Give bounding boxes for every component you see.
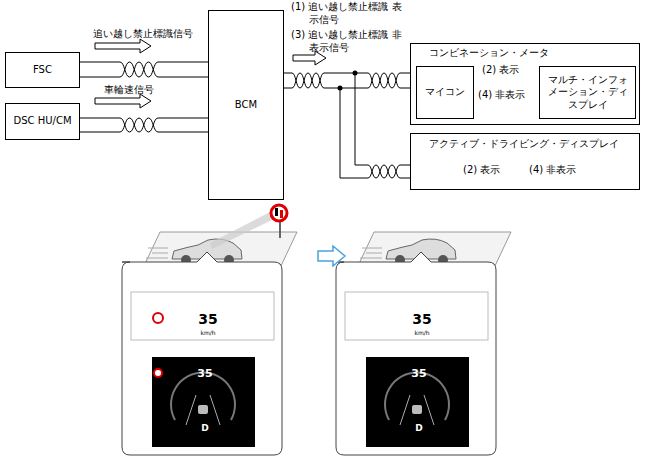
unit-box: FSC — [5, 52, 80, 88]
wire — [355, 73, 410, 165]
junction-dot — [338, 86, 343, 91]
display-text: D — [199, 424, 211, 433]
signal-arrow — [293, 51, 326, 65]
node-label: DSC HU/CM — [13, 115, 71, 128]
signal-arrow — [95, 39, 151, 53]
sign-pole — [279, 221, 281, 238]
display-box: アクティブ・ドライビング・ディスプレイ (2) 表示 (4) 非表示 — [410, 133, 640, 190]
twisted-pair — [120, 118, 158, 132]
display-text: 35 — [409, 368, 429, 379]
node-label: (2) 表示 — [463, 164, 500, 177]
sign-detection — [210, 212, 272, 249]
callout-panel — [122, 252, 282, 455]
signal-label: (1) 追い越し禁止標識 表示信号 — [291, 1, 409, 26]
display-text: 35 — [407, 312, 437, 326]
scene-copy — [336, 232, 511, 455]
signal-label: (2) 表示 — [482, 64, 519, 77]
node-label: コンビネーション・メータ — [429, 47, 549, 60]
node-label: BCM — [235, 99, 257, 112]
twisted-pair — [368, 73, 400, 88]
sign-car — [280, 210, 283, 218]
transition-arrow — [318, 246, 345, 266]
node-label: マルチ・インフォメーション・ディスプレイ — [543, 74, 632, 112]
scene — [122, 232, 297, 455]
unit-box: BCM — [208, 10, 284, 200]
sign-car — [275, 208, 278, 216]
windshield-display — [131, 292, 274, 340]
node-label: アクティブ・ドライビング・ディスプレイ — [429, 138, 619, 151]
signal-label: 追い越し禁止標識信号 — [93, 28, 193, 41]
signal-label: 車輪速信号 — [104, 84, 154, 97]
signal-label: (4) 非表示 — [478, 89, 525, 102]
node-label: (4) 非表示 — [529, 164, 576, 177]
sign-icon — [154, 369, 162, 377]
twist-mask — [120, 61, 158, 78]
signal-label: (3) 追い越し禁止標識 非表示信号 — [291, 29, 409, 54]
twist-mask — [368, 72, 400, 89]
unit-box: DSC HU/CM — [5, 103, 80, 140]
connector — [284, 88, 410, 178]
unit-box: コンビネーション・メータマイコン マルチ・インフォメーション・ディスプレイ — [410, 43, 640, 125]
display-text: D — [413, 424, 425, 433]
display-box: マルチ・インフォメーション・ディスプレイ — [539, 66, 636, 119]
junction-dot — [353, 71, 358, 76]
car-icon — [198, 405, 208, 414]
gauge-arc — [171, 373, 235, 420]
node-label: マイコン — [425, 86, 465, 99]
speed-lines — [146, 248, 168, 258]
twist-mask — [120, 117, 158, 133]
lane-line — [210, 395, 220, 425]
no-passing-sign — [271, 205, 287, 221]
twist-mask — [292, 72, 324, 89]
node-label: FSC — [33, 64, 52, 77]
lane-line — [186, 395, 196, 425]
meter-display — [152, 357, 255, 447]
twisted-pair — [368, 165, 400, 178]
signal-arrow — [95, 94, 151, 108]
display-text: 35 — [193, 312, 223, 326]
twisted-pair — [292, 73, 324, 88]
display-text: 35 — [195, 368, 215, 379]
display-text: km/h — [410, 330, 434, 336]
twisted-pair — [120, 62, 158, 77]
wire — [284, 88, 410, 178]
display-text: km/h — [196, 330, 220, 336]
unit-box: マイコン — [416, 66, 474, 119]
twist-mask — [368, 164, 400, 179]
sign-icon — [153, 313, 163, 323]
